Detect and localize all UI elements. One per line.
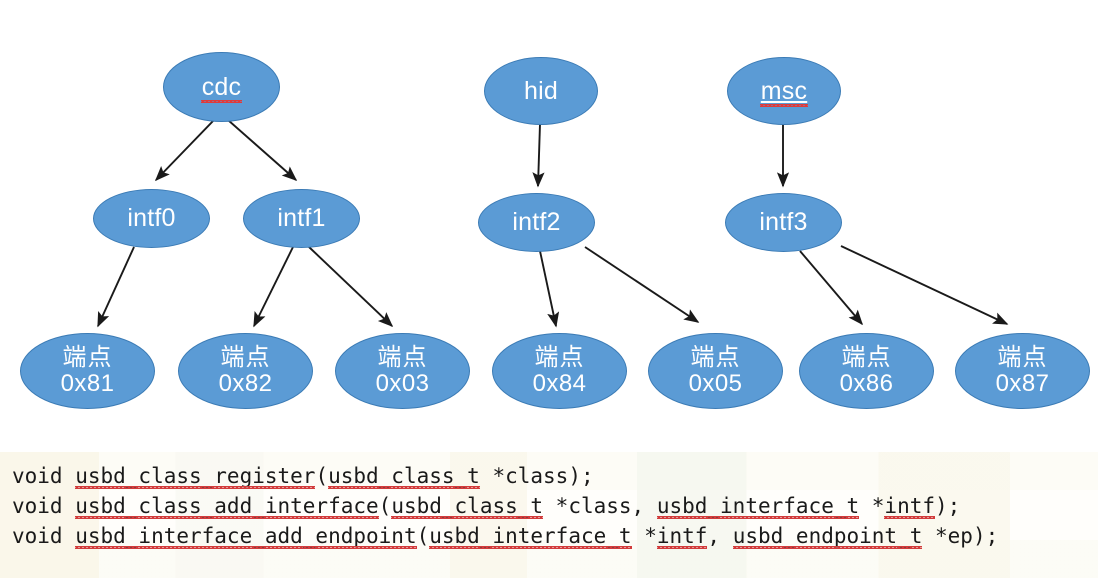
node-endpoint-0x82[interactable]: 端点 0x82 <box>178 333 313 409</box>
node-label-intf2: intf2 <box>512 208 561 236</box>
node-interface-intf2[interactable]: intf2 <box>478 193 595 252</box>
node-endpoint-title-0x05: 端点 <box>690 343 741 372</box>
node-interface-intf3[interactable]: intf3 <box>725 193 842 252</box>
edge-intf0-ep81 <box>97 246 135 328</box>
edge-intf2-ep84 <box>539 250 560 328</box>
code-line-2[interactable]: void usbd_class_add_interface(usbd_class… <box>12 494 961 519</box>
edge-intf1-ep82 <box>253 246 294 328</box>
node-endpoint-title-0x86: 端点 <box>841 343 892 372</box>
edge-cdc-intf1 <box>227 119 298 182</box>
edge-intf3-ep87 <box>840 245 1009 325</box>
node-class-msc[interactable]: msc <box>727 57 841 125</box>
node-label-cdc: cdc <box>200 72 242 103</box>
node-class-cdc[interactable]: cdc <box>163 52 280 122</box>
node-endpoint-title-0x81: 端点 <box>62 343 113 372</box>
edge-hid-intf2 <box>532 123 545 188</box>
node-endpoint-title-0x84: 端点 <box>534 343 585 372</box>
node-endpoint-address-0x82: 0x82 <box>218 370 273 397</box>
edge-intf1-ep03 <box>308 246 394 328</box>
node-label-intf3: intf3 <box>759 208 808 236</box>
code-line-1[interactable]: void usbd_class_register(usbd_class_t *c… <box>12 464 594 489</box>
node-endpoint-0x05[interactable]: 端点 0x05 <box>648 333 783 409</box>
node-endpoint-0x84[interactable]: 端点 0x84 <box>492 333 627 409</box>
node-label-intf1: intf1 <box>277 204 326 232</box>
node-endpoint-address-0x87: 0x87 <box>995 370 1050 397</box>
node-endpoint-address-0x84: 0x84 <box>532 370 587 397</box>
node-endpoint-address-0x05: 0x05 <box>688 370 743 397</box>
edge-intf3-ep86 <box>799 250 863 326</box>
node-endpoint-title-0x82: 端点 <box>220 343 271 372</box>
node-endpoint-address-0x03: 0x03 <box>375 370 430 397</box>
node-endpoint-0x87[interactable]: 端点 0x87 <box>955 333 1090 409</box>
node-label-hid: hid <box>524 76 558 105</box>
usb-stack-diagram: cdc hid msc intf0 intf1 intf2 intf3 端点 0… <box>20 52 1090 409</box>
edge-intf2-ep05 <box>584 246 700 323</box>
node-endpoint-0x81[interactable]: 端点 0x81 <box>20 333 155 409</box>
node-endpoint-address-0x81: 0x81 <box>60 370 115 397</box>
node-endpoint-0x86[interactable]: 端点 0x86 <box>799 333 934 409</box>
node-interface-intf0[interactable]: intf0 <box>93 189 210 248</box>
code-line-3[interactable]: void usbd_interface_add_endpoint(usbd_in… <box>12 524 999 549</box>
node-endpoint-title-0x87: 端点 <box>997 343 1048 372</box>
node-interface-intf1[interactable]: intf1 <box>243 189 360 248</box>
edge-cdc-intf0 <box>154 119 215 182</box>
node-label-intf0: intf0 <box>127 204 176 232</box>
node-endpoint-title-0x03: 端点 <box>377 343 428 372</box>
node-class-hid[interactable]: hid <box>484 57 598 125</box>
code-block: void usbd_class_register(usbd_class_t *c… <box>0 452 1098 578</box>
node-label-msc: msc <box>759 76 809 107</box>
node-endpoint-address-0x86: 0x86 <box>839 370 894 397</box>
node-endpoint-0x03[interactable]: 端点 0x03 <box>335 333 470 409</box>
